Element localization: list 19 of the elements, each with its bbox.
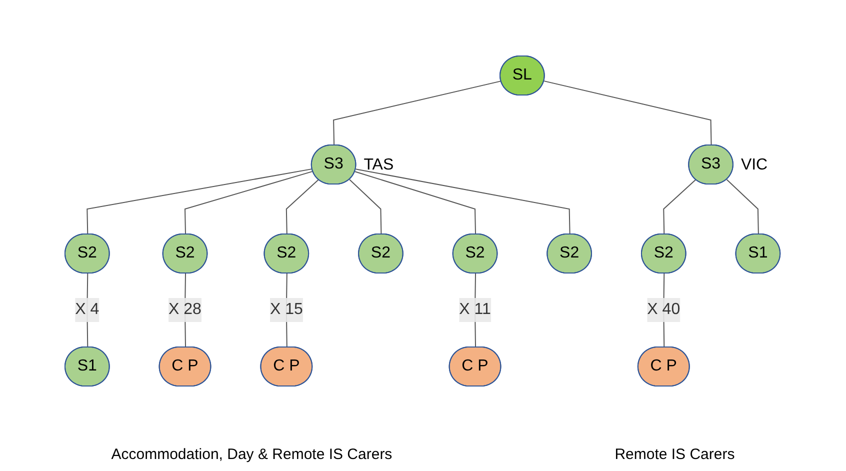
connector <box>544 80 712 146</box>
connector <box>334 80 502 146</box>
connector <box>350 179 382 235</box>
node-caption: TAS <box>364 156 394 174</box>
edge-label: X 28 <box>169 301 202 318</box>
edge-label: X 40 <box>648 301 681 318</box>
edge-label: X 11 <box>460 301 492 318</box>
connector <box>664 179 697 235</box>
edge-label: X 15 <box>270 301 304 318</box>
connector <box>726 179 760 235</box>
connector <box>356 168 571 235</box>
node-caption: VIC <box>741 156 768 174</box>
connector <box>286 179 320 235</box>
group-caption: Accommodation, Day & Remote IS Carers <box>111 446 392 463</box>
connector <box>355 171 476 235</box>
connector <box>87 168 314 235</box>
edge-label: X 4 <box>76 301 100 318</box>
connector <box>184 170 314 235</box>
group-caption: Remote IS Carers <box>614 446 735 463</box>
